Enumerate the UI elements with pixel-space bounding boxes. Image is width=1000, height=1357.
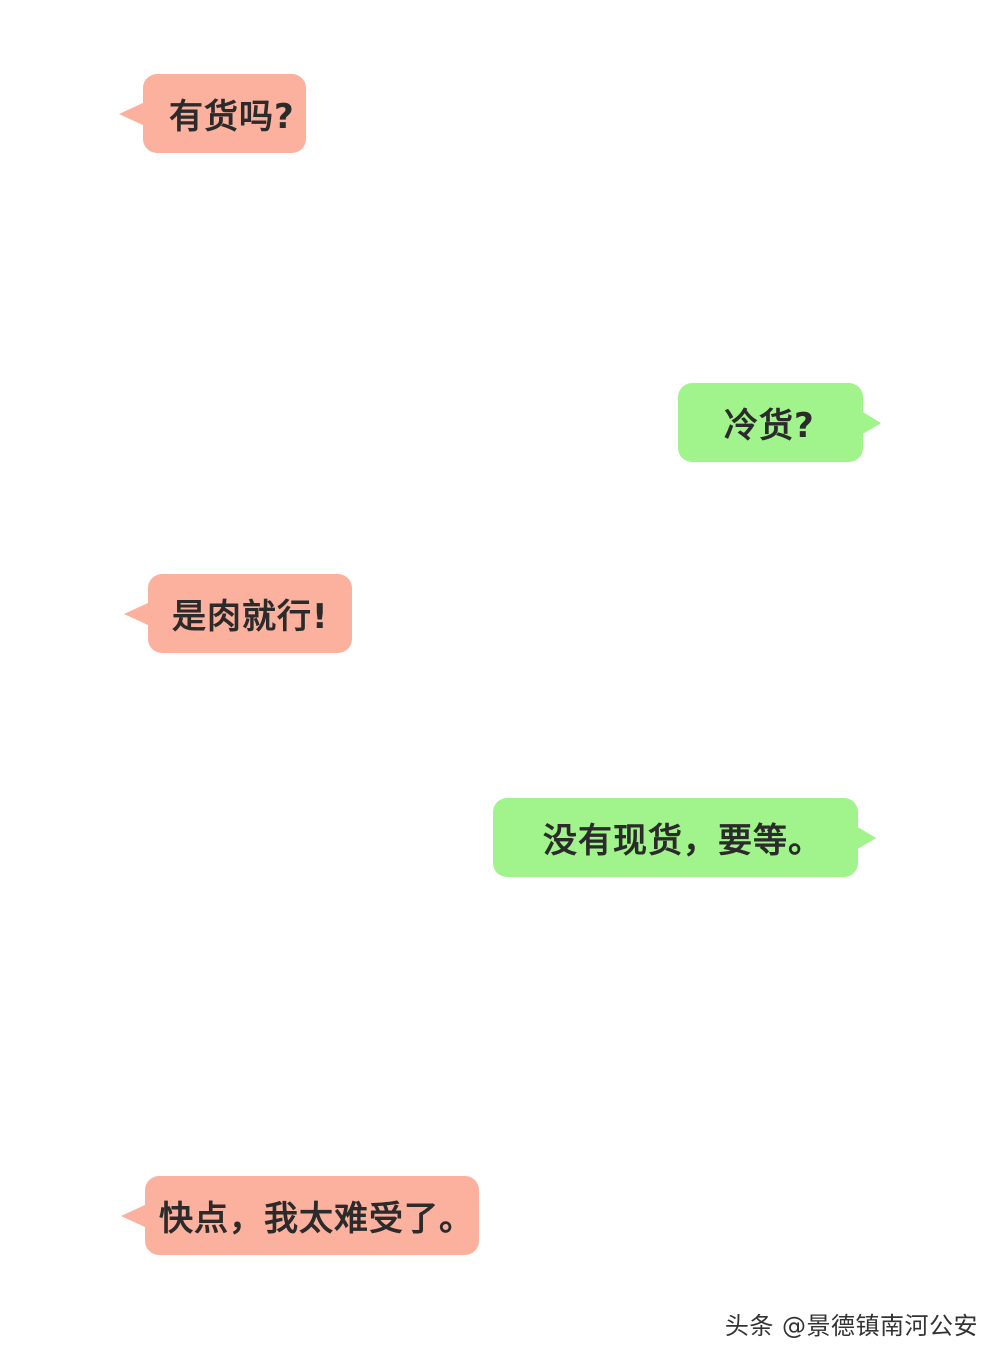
incoming-message-bubble: 有货吗?: [119, 74, 306, 153]
bubble-tail: [121, 1203, 147, 1228]
bubble-tail: [856, 825, 876, 850]
outgoing-message-bubble: 没有现货，要等。: [493, 798, 876, 877]
bubble-tail: [124, 601, 150, 626]
message-text: 冷货?: [724, 406, 815, 446]
watermark: 头条 @景德镇南河公安: [724, 1312, 978, 1340]
message-text: 没有现货，要等。: [543, 821, 823, 861]
message-text: 快点，我太难受了。: [159, 1199, 474, 1239]
bubble-tail: [119, 101, 145, 126]
bubble-tail: [861, 410, 881, 435]
message-text: 是肉就行!: [172, 597, 329, 637]
incoming-message-bubble: 是肉就行!: [124, 574, 352, 653]
message-text: 有货吗?: [169, 97, 295, 137]
outgoing-message-bubble: 冷货?: [678, 383, 881, 462]
incoming-message-bubble: 快点，我太难受了。: [121, 1176, 479, 1255]
